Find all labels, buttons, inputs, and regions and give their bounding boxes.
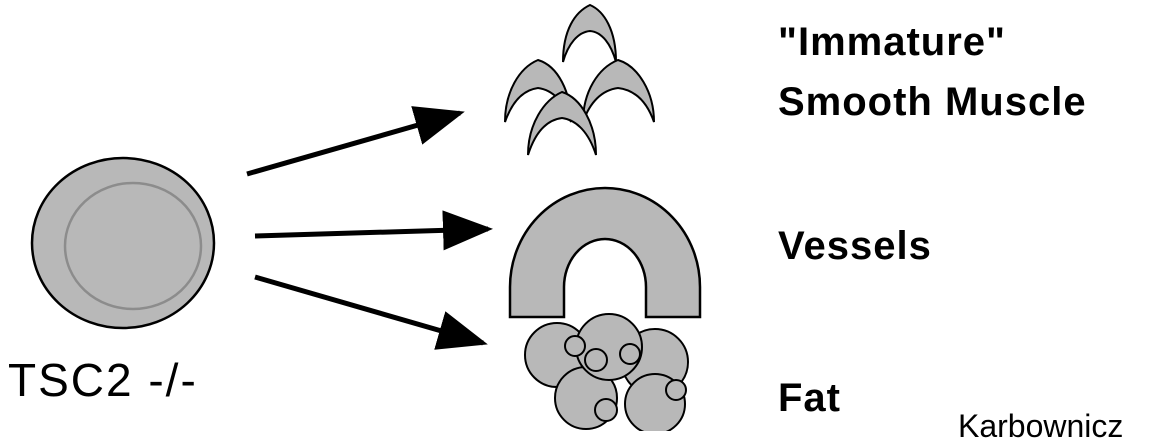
outcome-label-muscle-line1: "Immature"	[778, 20, 1006, 64]
citation-text: Karbownicz	[958, 408, 1124, 444]
diagram-canvas	[30, 3, 702, 431]
fat-cells-icon	[524, 313, 689, 431]
arrow-to-vessels	[254, 210, 493, 251]
arrow-to-muscle	[246, 106, 465, 177]
outcome-label-fat: Fat	[778, 376, 841, 420]
outcome-label-muscle-line2: Smooth Muscle	[778, 80, 1087, 124]
tsc2-cell-icon	[30, 156, 216, 330]
vessel-arch-icon	[508, 186, 702, 319]
arrow-to-fat	[254, 274, 488, 350]
smooth-muscle-cells-icon	[504, 3, 655, 156]
cell-label: TSC2 -/-	[8, 354, 198, 406]
outcome-label-vessels: Vessels	[778, 224, 932, 268]
